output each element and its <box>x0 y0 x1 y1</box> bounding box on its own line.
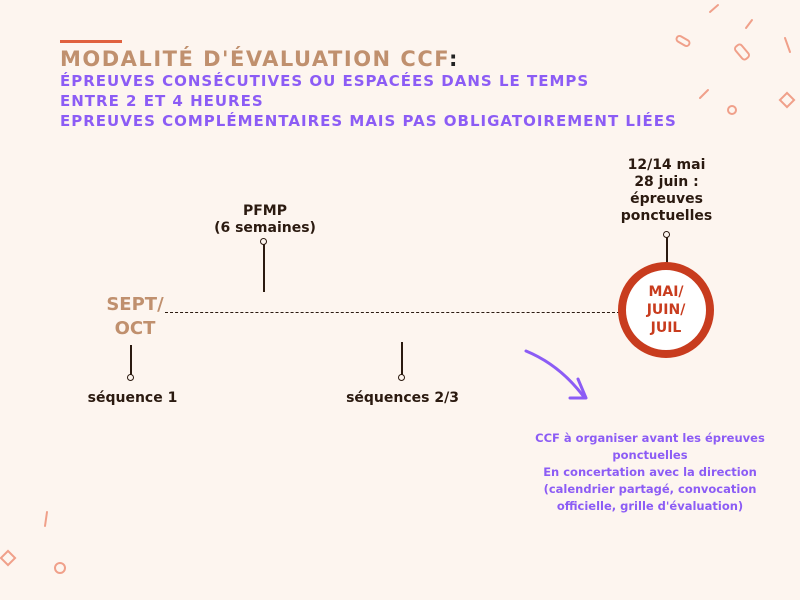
timeline-end-circle: MAI/JUIN/JUIL <box>618 262 714 358</box>
arrow-icon <box>524 349 588 400</box>
pfmp-marker <box>263 244 265 292</box>
timeline-line <box>165 312 620 313</box>
subtitle-line-3: EPREUVES COMPLÉMENTAIRES MAIS PAS OBLIGA… <box>60 112 677 130</box>
pfmp-label: PFMP(6 semaines) <box>214 203 316 236</box>
sequences23-marker <box>401 342 403 375</box>
sequence1-marker <box>130 345 132 375</box>
subtitle-line-1: ÉPREUVES CONSÉCUTIVES OU ESPACÉES DANS L… <box>60 72 590 90</box>
page-title: MODALITÉ D'ÉVALUATION CCF: <box>60 47 459 71</box>
sequence1-marker-dot <box>127 374 134 381</box>
sequence1-label: séquence 1 <box>87 390 178 406</box>
subtitle-line-2: ENTRE 2 ET 4 HEURES <box>60 92 264 110</box>
accent-line <box>60 40 122 43</box>
timeline-start-label: SEPT/OCT <box>106 294 164 339</box>
epreuves-marker <box>666 237 668 263</box>
sequences23-label: séquences 2/3 <box>346 390 459 406</box>
sequences23-marker-dot <box>398 374 405 381</box>
